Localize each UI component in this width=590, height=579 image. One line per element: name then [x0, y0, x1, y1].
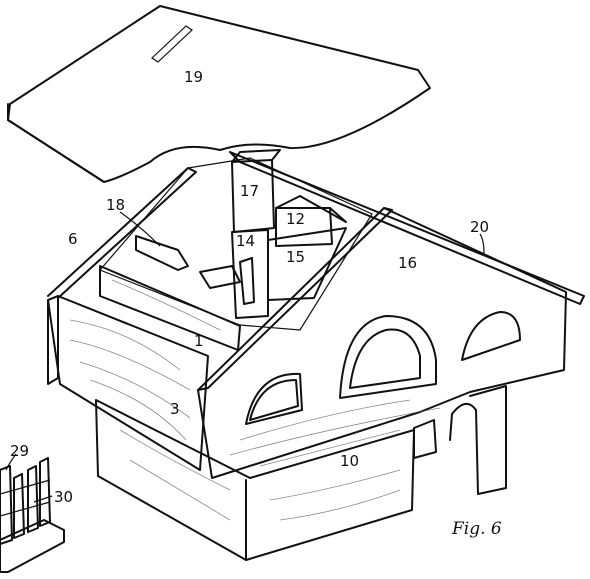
- roof-board-20: [229, 151, 585, 305]
- front-wall-3: [47, 295, 209, 471]
- side-wall-6: [47, 167, 197, 299]
- roof-panel-19: [7, 5, 431, 183]
- leader-lines: [5, 211, 485, 503]
- label-18: 18: [106, 196, 125, 214]
- chimney-block-17: [231, 149, 281, 233]
- label-14: 14: [236, 232, 255, 250]
- inner-wall-1: [99, 265, 241, 351]
- figure-caption: Fig. 6: [451, 519, 502, 539]
- side-stand: [413, 385, 507, 495]
- flap-18: [135, 235, 241, 289]
- block-12: [275, 195, 347, 247]
- label-16: 16: [398, 254, 417, 272]
- gable-wall-16: [197, 207, 567, 479]
- label-29: 29: [10, 442, 29, 460]
- label-3: 3: [170, 400, 180, 418]
- label-19: 19: [184, 68, 203, 86]
- label-10: 10: [340, 452, 359, 470]
- stair-14: [231, 229, 269, 319]
- base-block-10: [95, 399, 415, 561]
- label-17: 17: [240, 182, 259, 200]
- block-15: [267, 227, 347, 301]
- label-12: 12: [286, 210, 305, 228]
- label-1: 1: [194, 332, 204, 350]
- label-15: 15: [286, 248, 305, 266]
- label-20: 20: [470, 218, 489, 236]
- label-30: 30: [54, 488, 73, 506]
- fence-29-30: [0, 457, 65, 573]
- label-6: 6: [68, 230, 78, 248]
